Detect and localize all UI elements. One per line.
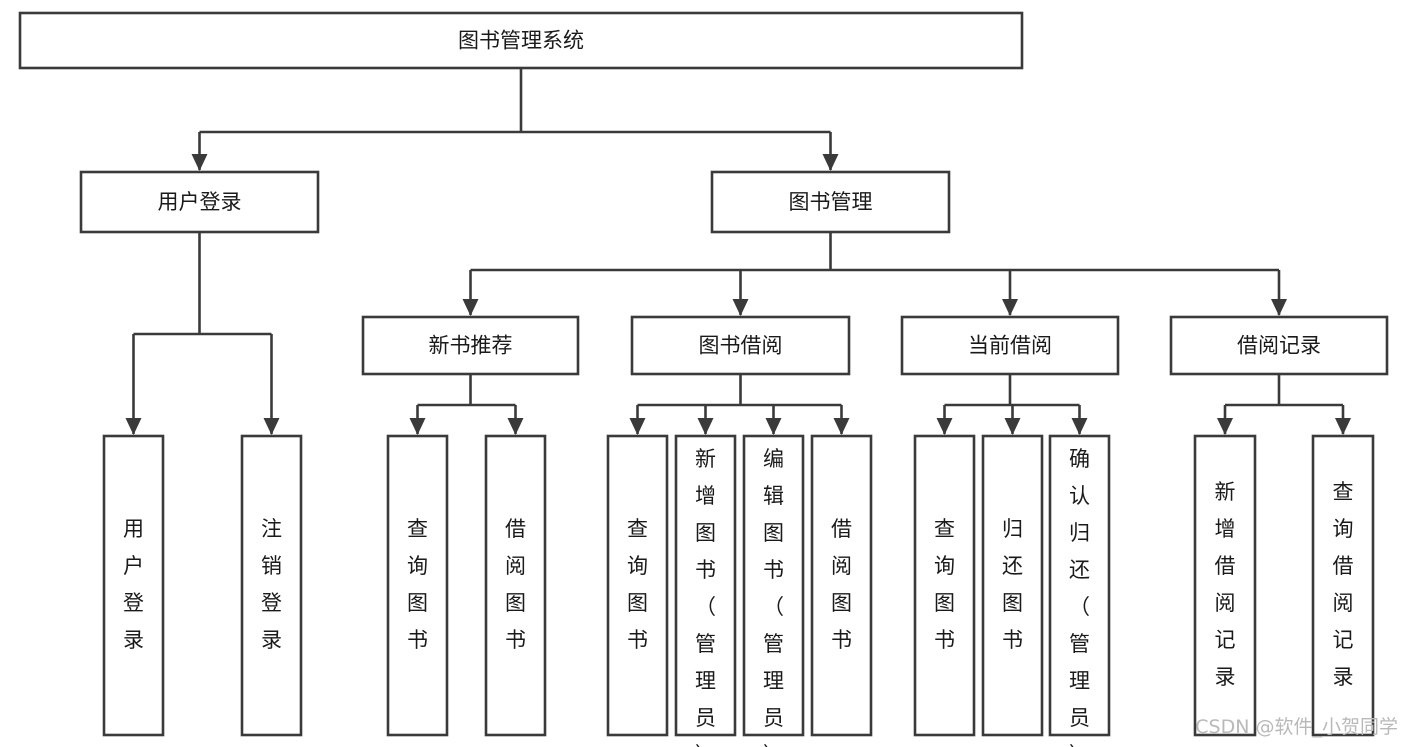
node-label: 查询图书: [934, 517, 955, 652]
node-leaf-add-record[interactable]: 新增借阅记录: [1193, 434, 1257, 737]
node-leaf-query-book-rec[interactable]: 查询图书: [386, 434, 449, 737]
node-current-borrow[interactable]: 当前借阅: [900, 315, 1120, 376]
arrow-head-icon: [936, 418, 953, 435]
arrow-head-icon: [462, 299, 479, 316]
node-book-manage[interactable]: 图书管理: [710, 170, 951, 234]
node-box[interactable]: [240, 434, 303, 737]
edge-group-borrow-record: [1217, 374, 1351, 435]
node-box[interactable]: [913, 434, 976, 737]
node-label: 归还图书: [1002, 517, 1023, 652]
node-box[interactable]: [102, 434, 165, 737]
node-user-login[interactable]: 用户登录: [79, 170, 320, 234]
arrow-head-icon: [1002, 299, 1018, 316]
edge-group-book-manage: [462, 232, 1287, 316]
node-box[interactable]: [18, 11, 1024, 70]
arrow-head-icon: [697, 418, 714, 435]
node-label: 借阅图书: [831, 517, 852, 652]
node-label: 借阅图书: [505, 517, 526, 652]
node-box[interactable]: [1169, 315, 1389, 376]
node-label: 注销登录: [261, 517, 282, 652]
node-box[interactable]: [710, 170, 951, 234]
node-borrow-record[interactable]: 借阅记录: [1169, 315, 1389, 376]
arrow-head-icon: [1271, 299, 1287, 316]
node-leaf-add-book[interactable]: 新增图书（管理员）: [674, 434, 737, 747]
node-book-borrow[interactable]: 图书借阅: [630, 315, 851, 376]
node-box[interactable]: [630, 315, 851, 376]
arrow-head-icon: [765, 418, 782, 435]
node-label: 图书管理: [789, 190, 873, 214]
arrow-head-icon: [1335, 418, 1351, 435]
node-leaf-confirm-return[interactable]: 确认归还（管理员）: [1048, 434, 1111, 747]
node-box[interactable]: [79, 170, 320, 234]
arrow-head-icon: [263, 418, 280, 435]
node-box[interactable]: [1193, 434, 1257, 737]
node-label: 用户登录: [158, 190, 242, 214]
arrow-head-icon: [1004, 418, 1021, 435]
edge-group-root: [191, 68, 839, 171]
arrow-head-icon: [125, 418, 142, 435]
node-leaf-borrow-book-rec[interactable]: 借阅图书: [484, 434, 547, 737]
edge-group-new-book-rec: [409, 374, 524, 435]
csdn-watermark: CSDN @软件_小贺同学: [1195, 716, 1398, 738]
node-leaf-logout[interactable]: 注销登录: [240, 434, 303, 737]
node-box[interactable]: [1311, 434, 1375, 737]
node-leaf-query-book-borrow[interactable]: 查询图书: [606, 434, 669, 737]
arrow-head-icon: [1071, 418, 1088, 435]
node-leaf-query-record[interactable]: 查询借阅记录: [1311, 434, 1375, 737]
node-leaf-user-login[interactable]: 用户登录: [102, 434, 165, 737]
node-leaf-query-book-cur[interactable]: 查询图书: [913, 434, 976, 737]
arrow-head-icon: [191, 154, 208, 171]
node-box[interactable]: [900, 315, 1120, 376]
node-label: 图书借阅: [699, 334, 783, 358]
node-label: 图书管理系统: [458, 29, 584, 53]
node-leaf-borrow-book[interactable]: 借阅图书: [810, 434, 873, 737]
node-box[interactable]: [1048, 434, 1111, 737]
arrow-head-icon: [409, 418, 426, 435]
arrow-head-icon: [833, 418, 850, 435]
node-label: 用户登录: [123, 517, 144, 652]
node-label: 新书推荐: [429, 334, 513, 358]
node-label: 编辑图书（管理员）: [763, 447, 784, 747]
edge-group-user-login: [125, 232, 280, 435]
node-label: 借阅记录: [1237, 334, 1321, 358]
node-box[interactable]: [981, 434, 1044, 737]
node-box[interactable]: [361, 315, 580, 376]
node-label: 当前借阅: [968, 334, 1052, 358]
node-new-book-rec[interactable]: 新书推荐: [361, 315, 580, 376]
arrow-head-icon: [629, 418, 646, 435]
node-leaf-return-book[interactable]: 归还图书: [981, 434, 1044, 737]
node-label: 查询借阅记录: [1333, 480, 1354, 689]
arrow-head-icon: [1217, 418, 1233, 435]
edge-group-current-borrow: [936, 374, 1088, 435]
edge-layer: [125, 68, 1351, 435]
node-box[interactable]: [742, 434, 805, 737]
node-box[interactable]: [386, 434, 449, 737]
node-label: 确认归还（管理员）: [1069, 447, 1090, 747]
node-layer: 图书管理系统用户登录图书管理新书推荐图书借阅当前借阅借阅记录用户登录注销登录查询…: [18, 11, 1389, 747]
node-box[interactable]: [484, 434, 547, 737]
node-label: 新增图书（管理员）: [695, 447, 716, 747]
edge-group-book-borrow: [629, 374, 850, 435]
node-label: 新增借阅记录: [1215, 480, 1236, 689]
node-box[interactable]: [606, 434, 669, 737]
arrow-head-icon: [507, 418, 524, 435]
node-label: 查询图书: [627, 517, 648, 652]
node-box[interactable]: [810, 434, 873, 737]
node-root[interactable]: 图书管理系统: [18, 11, 1024, 70]
arrow-head-icon: [732, 299, 749, 316]
arrow-head-icon: [822, 154, 839, 171]
node-box[interactable]: [674, 434, 737, 737]
node-label: 查询图书: [407, 517, 428, 652]
node-leaf-edit-book[interactable]: 编辑图书（管理员）: [742, 434, 805, 747]
